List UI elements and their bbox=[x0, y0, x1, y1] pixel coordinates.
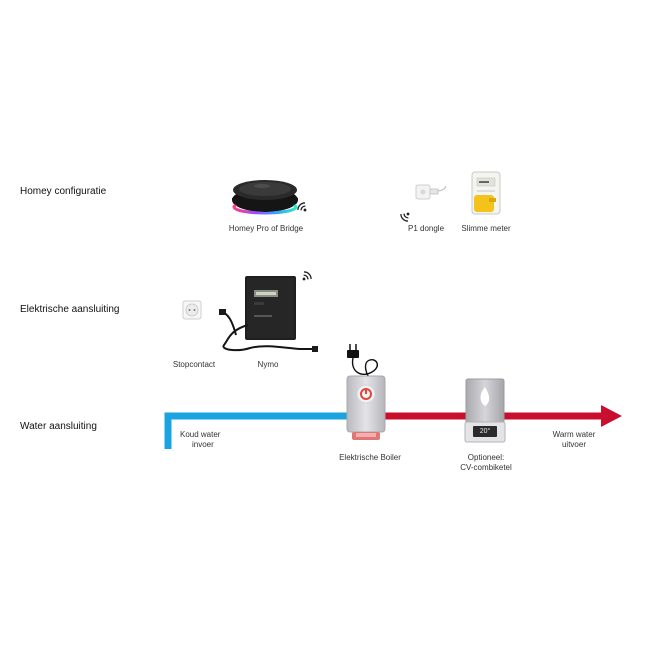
nymo-device bbox=[219, 276, 318, 352]
electric-boiler-device bbox=[346, 344, 386, 440]
cold-water-pipe bbox=[164, 412, 352, 449]
caption-warm-water: Warm water uitvoer bbox=[548, 430, 600, 450]
homey-pro-device bbox=[232, 180, 298, 215]
wall-socket bbox=[182, 300, 202, 320]
caption-nymo: Nymo bbox=[257, 360, 279, 369]
caption-warm-line2: uitvoer bbox=[561, 440, 586, 449]
caption-cold-line1: Koud water bbox=[180, 430, 221, 439]
row-label-homey: Homey configuratie bbox=[20, 186, 107, 197]
caption-cv-line2: CV-combiketel bbox=[460, 463, 512, 472]
caption-cv-line1: Optioneel: bbox=[467, 453, 505, 462]
caption-boiler: Elektrische Boiler bbox=[339, 453, 401, 462]
smart-meter-device bbox=[471, 171, 501, 215]
row-label-electric: Elektrische aansluiting bbox=[20, 304, 120, 315]
caption-homey-pro: Homey Pro of Bridge bbox=[228, 224, 304, 233]
wifi-icon bbox=[400, 212, 410, 222]
wifi-icon bbox=[302, 271, 312, 281]
caption-socket: Stopcontact bbox=[172, 360, 216, 369]
wifi-icon bbox=[297, 202, 307, 212]
warm-water-arrowhead bbox=[601, 405, 622, 427]
caption-smart-meter: Slimme meter bbox=[461, 224, 511, 233]
p1-dongle-device bbox=[415, 184, 447, 200]
cv-display-reading: 20° bbox=[479, 428, 491, 435]
cv-boiler-device bbox=[464, 378, 506, 443]
caption-cold-water: Koud water invoer bbox=[180, 430, 220, 450]
caption-p1-dongle: P1 dongle bbox=[407, 224, 445, 233]
caption-cv-boiler: Optioneel: CV-combiketel bbox=[446, 453, 526, 473]
caption-cold-line2: invoer bbox=[192, 440, 214, 449]
row-label-water: Water aansluiting bbox=[20, 421, 97, 432]
caption-warm-line1: Warm water bbox=[552, 430, 596, 439]
